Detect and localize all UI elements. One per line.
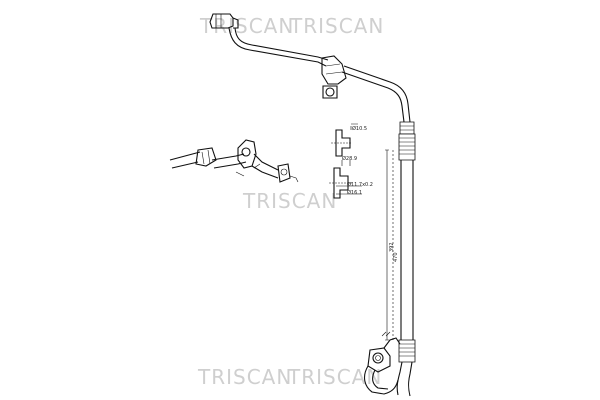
watermark-top-right: TRISCAN	[289, 14, 384, 38]
watermark-middle: TRISCAN	[242, 189, 337, 213]
watermark-group: TRISCAN TRISCAN TRISCAN TRISCAN TRISCAN	[197, 14, 384, 389]
dimension-470: 470	[393, 252, 399, 262]
dimension-d1: Ø10.5	[352, 125, 367, 132]
side-view	[169, 139, 299, 183]
watermark-top-left: TRISCAN	[199, 14, 294, 38]
watermark-bottom-left: TRISCAN	[197, 365, 292, 389]
dimension-392: 392	[389, 242, 395, 252]
dimension-d2: Ø28.9	[342, 155, 357, 162]
vertical-dimensions: 392 470	[385, 149, 399, 341]
main-pipe	[209, 13, 416, 397]
fitting-detail: Ø10.5 Ø28.9 Ø11.7x0.2 Ø16.1	[329, 123, 373, 199]
dimension-d3: Ø11.7x0.2	[347, 181, 373, 188]
watermark-bottom-right: TRISCAN	[287, 365, 382, 389]
dimension-d4: Ø16.1	[347, 189, 362, 196]
